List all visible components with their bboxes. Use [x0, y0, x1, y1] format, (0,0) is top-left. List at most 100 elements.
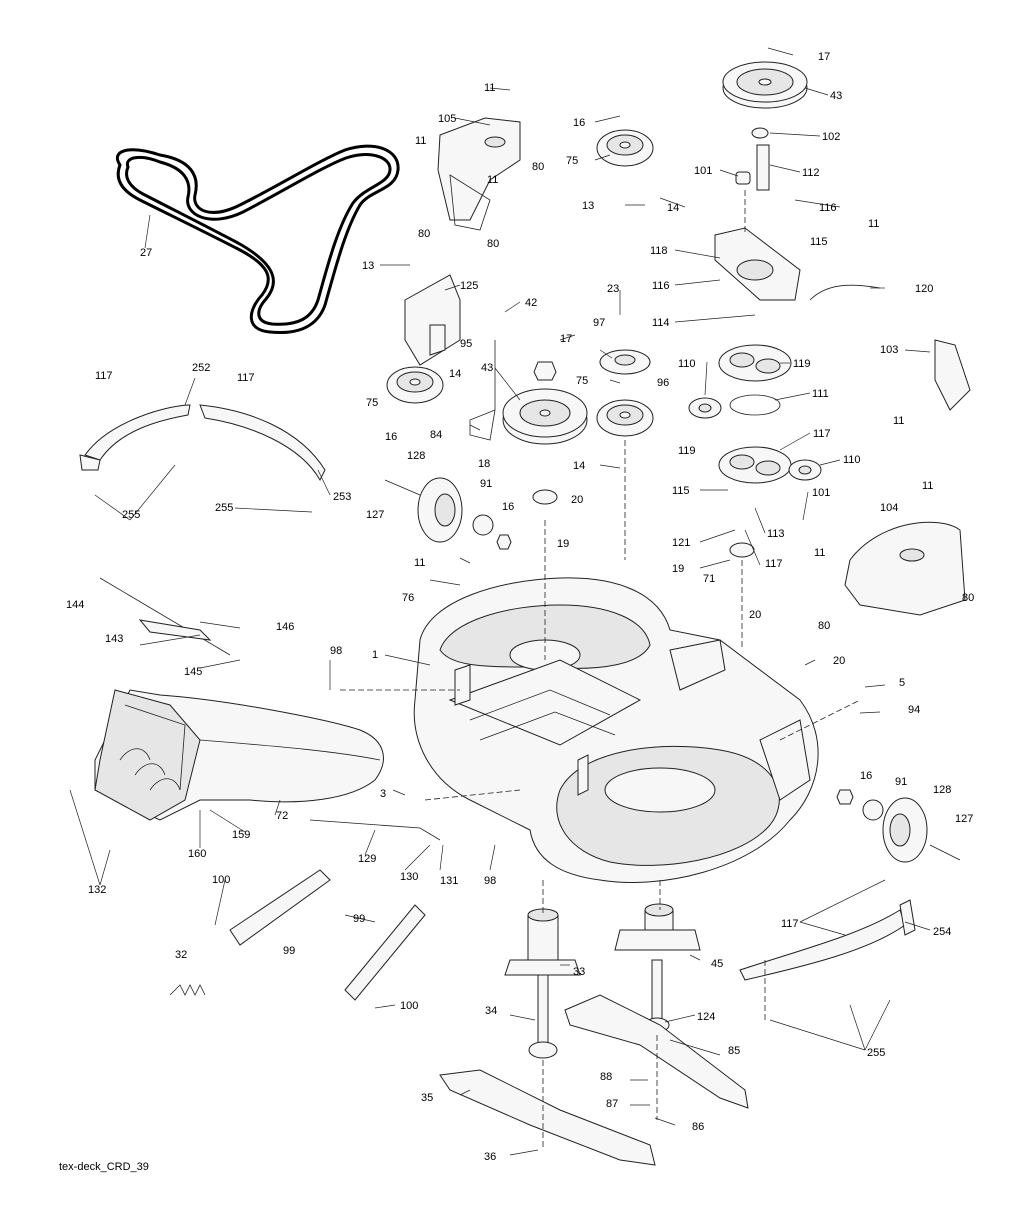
callout-91: 91	[895, 776, 907, 788]
callout-34: 34	[485, 1005, 497, 1017]
callout-86: 86	[692, 1121, 704, 1133]
callout-253: 253	[333, 491, 351, 503]
callout-20: 20	[571, 494, 583, 506]
callout-121: 121	[672, 537, 690, 549]
callout-96: 96	[657, 377, 669, 389]
callout-127: 127	[366, 509, 384, 521]
callout-80: 80	[532, 161, 544, 173]
assembly-lines	[340, 190, 861, 1150]
gauge-wheel-128-left	[384, 477, 512, 550]
callout-112: 112	[802, 167, 820, 179]
callout-75: 75	[566, 155, 578, 167]
callout-145: 145	[184, 666, 202, 678]
callout-101: 101	[694, 165, 712, 177]
callout-103: 103	[880, 344, 898, 356]
callout-labels: 27 17 43 102 101 112 116 115 11 118 116 …	[66, 51, 974, 1163]
callout-19: 19	[557, 538, 569, 550]
callout-128: 128	[407, 450, 425, 462]
callout-16: 16	[502, 501, 514, 513]
callout-105: 105	[438, 113, 456, 125]
callout-14: 14	[449, 368, 461, 380]
spring-32	[169, 984, 206, 996]
callout-75: 75	[366, 397, 378, 409]
callout-11: 11	[814, 547, 825, 559]
shaft-34	[528, 974, 558, 1059]
callout-33: 33	[573, 966, 585, 978]
diagram-filename: tex-deck_CRD_39	[59, 1161, 149, 1173]
skid-254	[739, 899, 916, 981]
callout-131: 131	[440, 875, 458, 887]
callout-117: 117	[813, 428, 831, 440]
callout-115: 115	[810, 236, 828, 248]
pulley-43-center	[502, 388, 588, 445]
callout-125: 125	[460, 280, 478, 292]
callout-119: 119	[678, 445, 696, 457]
skid-252	[79, 404, 191, 471]
idler-pulley-75-top	[596, 129, 654, 167]
callout-5: 5	[899, 677, 905, 689]
pulley-97	[599, 349, 651, 375]
belt-27	[116, 144, 400, 335]
callout-117: 117	[95, 370, 113, 382]
callout-124: 124	[697, 1011, 715, 1023]
callout-76: 76	[402, 592, 414, 604]
nut-17-center	[533, 361, 557, 381]
callout-32: 32	[175, 949, 187, 961]
callout-16: 16	[385, 431, 397, 443]
callout-75: 75	[576, 375, 588, 387]
callout-80: 80	[962, 592, 974, 604]
callout-14: 14	[573, 460, 585, 472]
callout-19: 19	[672, 563, 684, 575]
callout-18: 18	[478, 458, 490, 470]
callout-94: 94	[908, 704, 920, 716]
callout-144: 144	[66, 599, 84, 611]
callout-13: 13	[582, 200, 594, 212]
belt-cover-105	[437, 117, 521, 231]
callout-88: 88	[600, 1071, 612, 1083]
callout-80: 80	[487, 238, 499, 250]
callout-17: 17	[818, 51, 830, 63]
callout-3: 3	[380, 788, 386, 800]
leaders	[69, 47, 931, 1156]
callout-45: 45	[711, 958, 723, 970]
ring-111	[729, 394, 781, 416]
gear-110-right	[788, 459, 822, 481]
idler-pulley-75-center	[596, 399, 654, 437]
callout-113: 113	[767, 528, 785, 540]
callout-101: 101	[812, 487, 830, 499]
callout-117: 117	[765, 558, 783, 570]
spindle-45	[614, 903, 701, 951]
lift-arm-99-left	[229, 869, 331, 946]
callout-20: 20	[749, 609, 761, 621]
callout-20: 20	[833, 655, 845, 667]
callout-98: 98	[484, 875, 496, 887]
bearing-19-right	[729, 542, 755, 558]
bracket-143	[138, 619, 212, 641]
rod-129	[309, 819, 441, 841]
washer-102	[751, 127, 769, 139]
bracket-103	[934, 339, 971, 411]
callout-1: 1	[372, 649, 378, 661]
callout-117: 117	[237, 372, 255, 384]
callout-84: 84	[430, 429, 442, 441]
callout-23: 23	[607, 283, 619, 295]
callout-146: 146	[276, 621, 294, 633]
callout-129: 129	[358, 853, 376, 865]
callout-87: 87	[606, 1098, 618, 1110]
callout-102: 102	[822, 131, 840, 143]
gear-housing-119-top	[718, 344, 792, 382]
callout-100: 100	[400, 1000, 418, 1012]
callout-99: 99	[283, 945, 295, 957]
rod-144	[99, 577, 231, 656]
callout-43: 43	[481, 362, 493, 374]
callout-27: 27	[140, 247, 152, 259]
callout-71: 71	[703, 573, 715, 585]
callout-118: 118	[650, 245, 668, 257]
bearing-19-center	[532, 489, 558, 505]
callout-110: 110	[678, 358, 696, 370]
callout-143: 143	[105, 633, 123, 645]
callout-14: 14	[667, 202, 679, 214]
deck-housing	[413, 577, 819, 883]
gearbox-plate-118	[714, 227, 881, 301]
callout-11: 11	[922, 480, 933, 492]
